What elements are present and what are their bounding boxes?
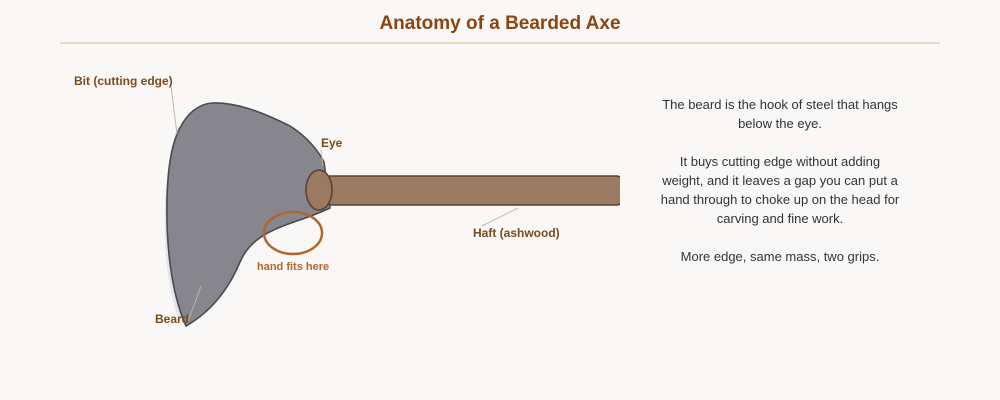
- haft-label: Haft (ashwood): [473, 226, 560, 240]
- hand-hint-label: hand fits here: [257, 261, 329, 273]
- eye-shape: [305, 169, 333, 211]
- eye-leader-line: [320, 149, 324, 167]
- description-paragraph-2: It buys cutting edge without adding weig…: [660, 154, 900, 226]
- title-divider: [60, 42, 940, 44]
- axe-diagram: Bit (cutting edge) Eye Haft (ashwood) Be…: [74, 74, 620, 328]
- description-panel: The beard is the hook of steel that hang…: [660, 95, 900, 285]
- axe-head-shape: [166, 102, 331, 328]
- haft-shape: [317, 175, 620, 206]
- page-title: Anatomy of a Bearded Axe: [379, 13, 621, 34]
- beard-leader-line: [186, 285, 202, 325]
- hand-gap-ring: [262, 210, 324, 256]
- description-paragraph-1: The beard is the hook of steel that hang…: [662, 97, 898, 131]
- eye-label: Eye: [321, 136, 343, 150]
- bit-label: Bit (cutting edge): [74, 74, 173, 88]
- bit-leader-line: [170, 85, 178, 135]
- description-paragraph-3: More edge, same mass, two grips.: [680, 249, 880, 264]
- haft-leader-line: [481, 207, 519, 227]
- beard-label: Beard: [155, 312, 189, 326]
